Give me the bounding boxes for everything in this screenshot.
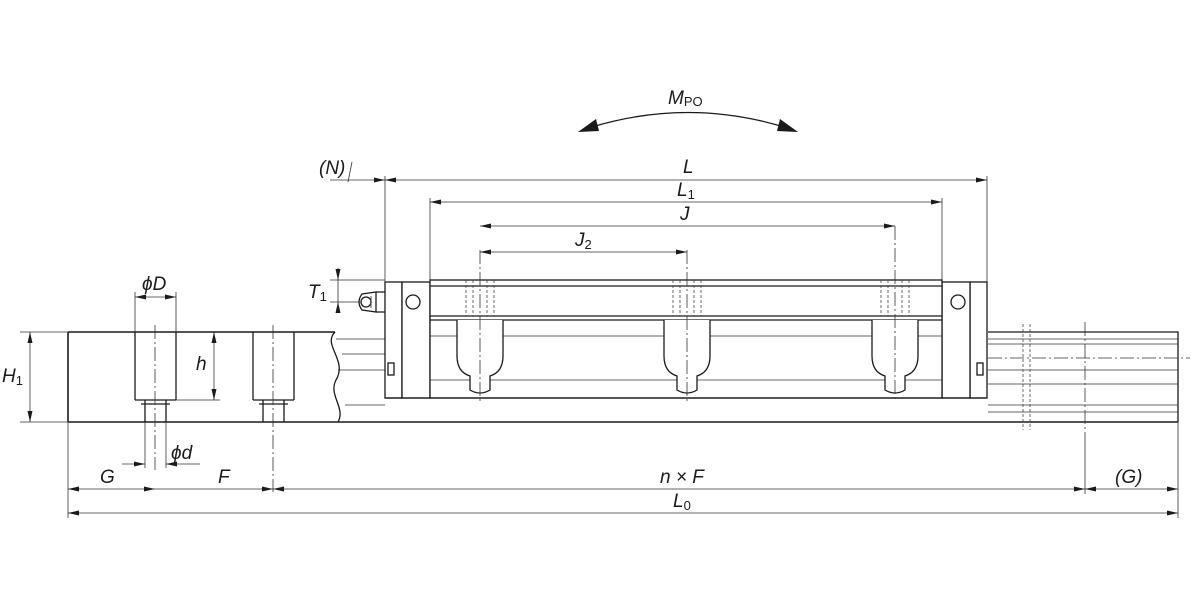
carriage-block <box>358 279 988 399</box>
rail-mounting-hole-1 <box>134 325 177 470</box>
tapped-hole-2 <box>663 250 711 402</box>
label-h1: H1 <box>2 366 23 388</box>
dimension-h <box>176 332 220 401</box>
label-j: J <box>679 204 690 225</box>
label-l1: L1 <box>677 180 695 202</box>
label-phi-d-upper: ϕD <box>142 274 167 295</box>
dimension-phiD <box>134 292 177 332</box>
label-t1: T1 <box>308 282 327 304</box>
tapped-hole-1 <box>456 250 504 402</box>
label-n: (N) <box>319 158 345 179</box>
dimension-H1 <box>20 331 68 423</box>
dimension-phid <box>122 422 200 468</box>
label-n-times-f: n × F <box>660 467 705 488</box>
label-mpo: MPO <box>668 88 703 109</box>
label-l0: L0 <box>673 491 691 513</box>
dimension-T1 <box>330 268 385 313</box>
dimension-G-F-nF <box>67 422 1179 518</box>
dimension-N <box>330 161 385 183</box>
tapped-hole-3 <box>871 226 919 402</box>
label-g-paren: (G) <box>1115 467 1142 488</box>
rail-mounting-hole-2 <box>252 325 295 492</box>
label-f: F <box>218 467 231 488</box>
dimension-J <box>480 223 895 229</box>
dimension-J2 <box>480 249 687 255</box>
label-phi-d-lower: ϕd <box>171 443 194 464</box>
dimension-L1 <box>429 198 943 280</box>
label-j2: J2 <box>574 230 592 252</box>
dimension-L <box>384 176 988 282</box>
label-g: G <box>100 467 115 488</box>
label-l: L <box>683 157 694 178</box>
label-h: h <box>196 354 207 375</box>
rail <box>67 322 1190 432</box>
moment-arrow-mpo <box>578 111 798 132</box>
dimension-L0 <box>68 510 1178 516</box>
